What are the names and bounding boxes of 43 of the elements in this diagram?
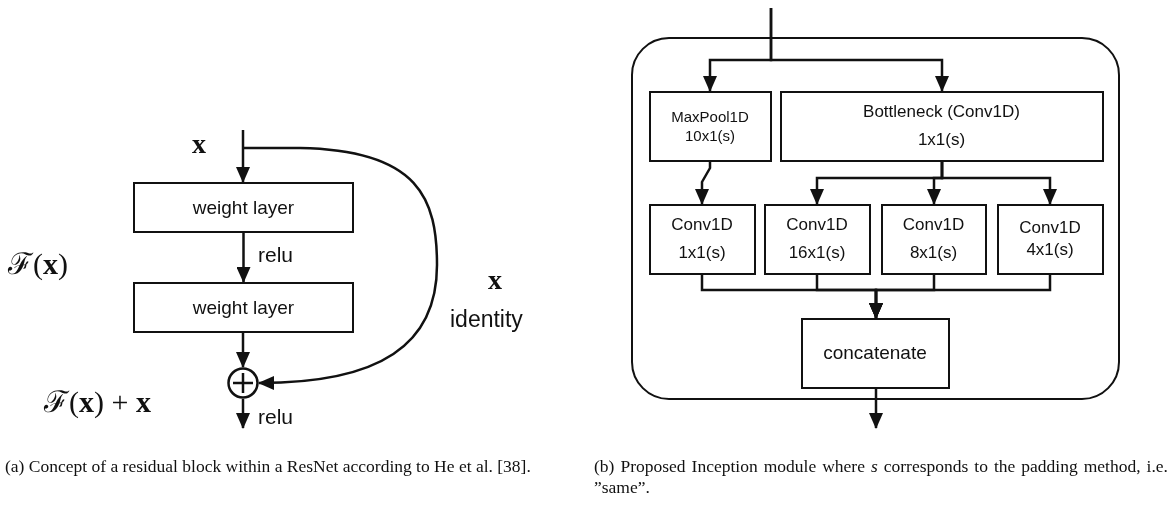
layer-box (133, 182, 354, 233)
layer-text: 1x1(s) (917, 130, 966, 150)
math-label: x (192, 128, 206, 160)
math-label: identity (450, 306, 523, 333)
layer-text: weight layer (192, 196, 295, 219)
layer-text: MaxPool1D (671, 107, 749, 125)
math-label: x (488, 264, 502, 296)
layer-text: 1x1(s) (678, 243, 726, 263)
layer-text: Bottleneck (Conv1D) (863, 102, 1020, 122)
layer-text: 16x1(s) (788, 243, 846, 263)
layer-text: 10x1(s) (685, 127, 735, 145)
arrow (769, 8, 949, 92)
layer-text: concatenate (823, 342, 927, 364)
arrow (940, 162, 1057, 205)
layer-box (779, 90, 1104, 162)
module-frame (631, 37, 1120, 400)
layer-box (648, 203, 756, 275)
layer-box (763, 203, 871, 275)
arrow (236, 399, 250, 429)
layer-text: Conv1D (902, 215, 965, 235)
arrow (236, 333, 250, 368)
layer-text: 4x1(s) (1026, 240, 1074, 260)
layer-text: Conv1D (1019, 218, 1081, 238)
layer-text: Conv1D (786, 215, 848, 235)
arrow (243, 146, 439, 390)
layer-box (133, 282, 354, 333)
arrow (869, 275, 1052, 319)
sum-circle (227, 367, 259, 399)
arrow (236, 233, 251, 283)
math-label: ℱ(x) + x (44, 384, 151, 420)
layer-text: weight layer (192, 296, 295, 319)
arrow (869, 389, 883, 429)
layer-box (800, 317, 950, 389)
layer-box (648, 90, 772, 162)
caption: (a) Concept of a residual block within a ResNet according to He et al. [38]. (5, 456, 532, 477)
arrow (695, 162, 712, 205)
layer-text: Conv1D (671, 215, 733, 235)
layer-box (880, 203, 987, 275)
arrow (236, 130, 250, 183)
layer-box (996, 203, 1104, 275)
math-label: ℱ(x) (8, 246, 68, 282)
caption: (b) Proposed Inception module where s corresponds to the padding method, i.e. ”same”. (594, 456, 1168, 498)
layer-text: 8x1(s) (909, 243, 958, 263)
